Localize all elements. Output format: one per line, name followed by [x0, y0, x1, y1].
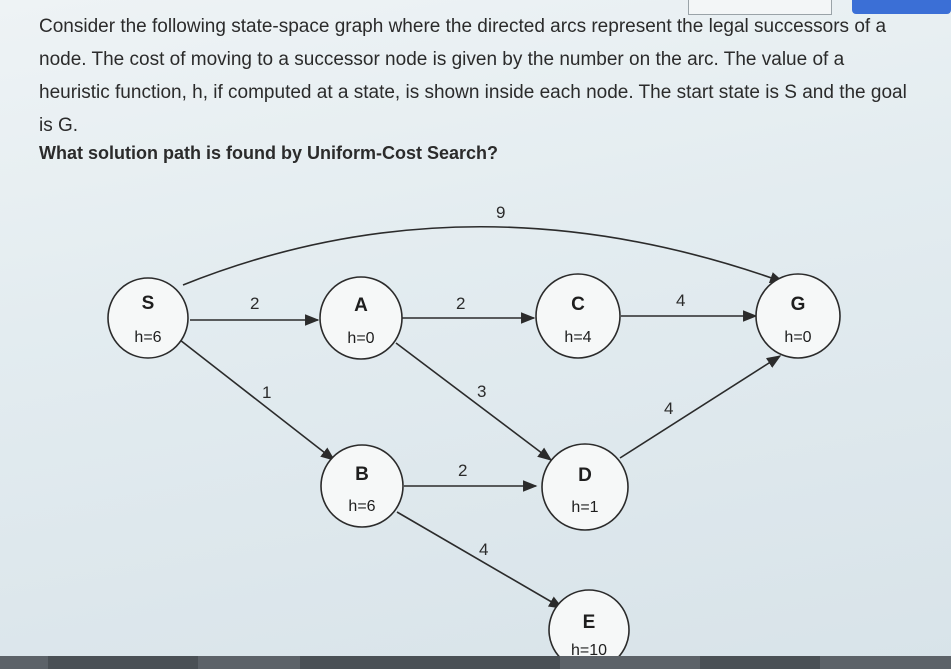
node-B-heuristic: h=6 [348, 498, 375, 515]
edge-label-B-D: 2 [458, 461, 467, 480]
node-S: S h=6 [107, 277, 189, 359]
edge-S-G [182, 225, 785, 286]
node-B: B h=6 [320, 444, 404, 528]
node-S-name: S [142, 293, 155, 314]
edge-label-A-C: 2 [456, 294, 465, 313]
bottom-bar-segment [48, 656, 198, 669]
top-button[interactable] [852, 0, 951, 14]
edge-D-G [619, 355, 782, 459]
bottom-bar-segment [700, 656, 820, 669]
node-S-heuristic: h=6 [134, 329, 161, 346]
edge-A-D [395, 342, 553, 461]
edge-label-B-E: 4 [479, 540, 488, 559]
top-tab[interactable] [688, 0, 832, 15]
node-A-heuristic: h=0 [347, 330, 374, 347]
question-text: Consider the following state-space graph… [39, 16, 907, 136]
edge-label-D-G: 4 [664, 399, 673, 418]
node-C: C h=4 [535, 273, 621, 359]
node-E: E h=10 [548, 589, 630, 669]
edge-B-E [396, 511, 564, 609]
node-B-name: B [355, 464, 369, 485]
edge-label-S-B: 1 [262, 383, 271, 402]
node-A-name: A [354, 295, 368, 316]
node-E-heuristic: h=10 [571, 642, 607, 659]
node-D: D h=1 [541, 443, 629, 531]
node-G: G h=0 [755, 273, 841, 359]
bottom-bar-segment [300, 656, 560, 669]
node-C-name: C [571, 294, 585, 315]
question-prompt: What solution path is found by Uniform-C… [39, 143, 498, 163]
node-D-heuristic: h=1 [571, 499, 598, 516]
edge-S-B [179, 339, 336, 461]
node-G-heuristic: h=0 [784, 329, 811, 346]
node-E-name: E [583, 612, 596, 633]
edge-label-A-D: 3 [477, 382, 486, 401]
node-D-name: D [578, 465, 592, 486]
bottom-bar [0, 656, 951, 669]
edge-label-S-A: 2 [250, 294, 259, 313]
node-C-heuristic: h=4 [564, 329, 591, 346]
edge-label-S-G: 9 [496, 203, 505, 222]
node-G-name: G [791, 294, 806, 315]
edge-label-C-G: 4 [676, 291, 685, 310]
node-A: A h=0 [319, 276, 403, 360]
